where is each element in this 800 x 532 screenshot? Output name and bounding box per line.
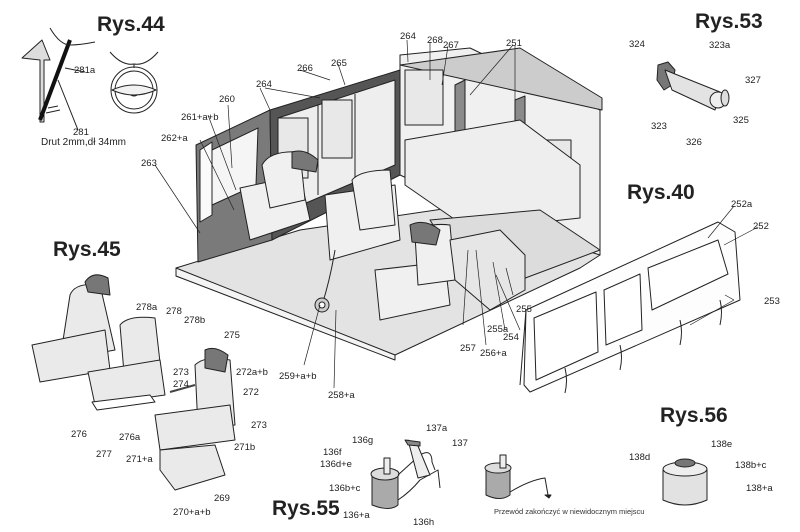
part-label: 277	[96, 449, 112, 460]
part-label: 259+a+b	[279, 371, 317, 382]
part-label: 327	[745, 75, 761, 86]
part-label: 269	[214, 493, 230, 504]
part-label: 136d+e	[320, 459, 352, 470]
part-label: 273	[251, 420, 267, 431]
part-label: 136g	[352, 435, 374, 446]
part-label: 271b	[234, 442, 256, 453]
part-label: 323a	[709, 40, 731, 51]
wire-note: Drut 2mm,dł 34mm	[41, 137, 127, 148]
part-label: 264	[256, 79, 272, 90]
part-label: 136h	[413, 517, 435, 528]
figure-title-rys44: Rys.44	[97, 13, 165, 36]
part-label: 137	[452, 438, 468, 449]
part-label: 323	[651, 121, 667, 132]
part-label: 266	[297, 63, 313, 74]
reservoir-drawing	[662, 458, 708, 506]
part-label: 136+a	[343, 510, 370, 521]
part-label: 268	[427, 35, 443, 46]
part-label: 325	[733, 115, 749, 126]
part-label: 272	[243, 387, 259, 398]
part-label: 264	[400, 31, 416, 42]
figure-title-rys45: Rys.45	[53, 238, 121, 261]
part-label: 256+a	[480, 348, 507, 359]
part-label: 138b+c	[735, 460, 767, 471]
part-label: 267	[443, 40, 459, 51]
seats-drawing	[31, 274, 236, 491]
figure-title-rys56: Rys.56	[660, 404, 728, 427]
part-label: 138d	[629, 452, 651, 463]
part-label: 263	[141, 158, 157, 169]
part-label: 281	[73, 127, 89, 138]
part-label: 255	[516, 304, 532, 315]
part-label: 138e	[711, 439, 733, 450]
figure-title-rys40: Rys.40	[627, 181, 695, 204]
hinge-drawing	[656, 61, 730, 111]
part-label: 272a+b	[236, 367, 268, 378]
part-label: 273	[173, 367, 189, 378]
steering-wheel-drawing	[109, 51, 159, 114]
part-label: 275	[224, 330, 240, 341]
part-label: 136f	[323, 447, 342, 458]
figure-title-rys55: Rys.55	[272, 497, 340, 520]
side-panel-drawing	[519, 221, 741, 394]
part-label: 265	[331, 58, 347, 69]
part-label: 326	[686, 137, 702, 148]
part-label: 271+a	[126, 454, 153, 465]
part-label: 261+a+b	[181, 112, 219, 123]
part-label: 281a	[74, 65, 96, 76]
part-label: 257	[460, 343, 476, 354]
part-label: 274	[173, 379, 189, 390]
steering-column-drawing	[21, 27, 96, 131]
part-label: 324	[629, 39, 645, 50]
canister-routed-drawing	[484, 454, 552, 499]
part-label: 255a	[487, 324, 509, 335]
hose-note: Przewód zakończyć w niewidocznym miejscu	[494, 507, 645, 516]
part-label: 278b	[184, 315, 206, 326]
part-label: 270+a+b	[173, 507, 211, 518]
part-label: 253	[764, 296, 780, 307]
leader-lines	[154, 39, 759, 389]
part-label: 137a	[426, 423, 448, 434]
part-label: 258+a	[328, 390, 355, 401]
part-label: 278	[166, 306, 182, 317]
part-label: 136b+c	[329, 483, 361, 494]
part-label: 252	[753, 221, 769, 232]
part-label: 276a	[119, 432, 141, 443]
part-label: 252a	[731, 199, 753, 210]
part-label: 138+a	[746, 483, 773, 494]
figure-title-rys53: Rys.53	[695, 10, 763, 33]
van-interior-drawing	[175, 47, 603, 361]
part-label: 276	[71, 429, 87, 440]
part-label: 251	[506, 38, 522, 49]
part-label: 262+a	[161, 133, 188, 144]
part-label: 254	[503, 332, 519, 343]
part-label: 260	[219, 94, 235, 105]
canister-drawing	[370, 439, 441, 509]
part-label: 278a	[136, 302, 158, 313]
